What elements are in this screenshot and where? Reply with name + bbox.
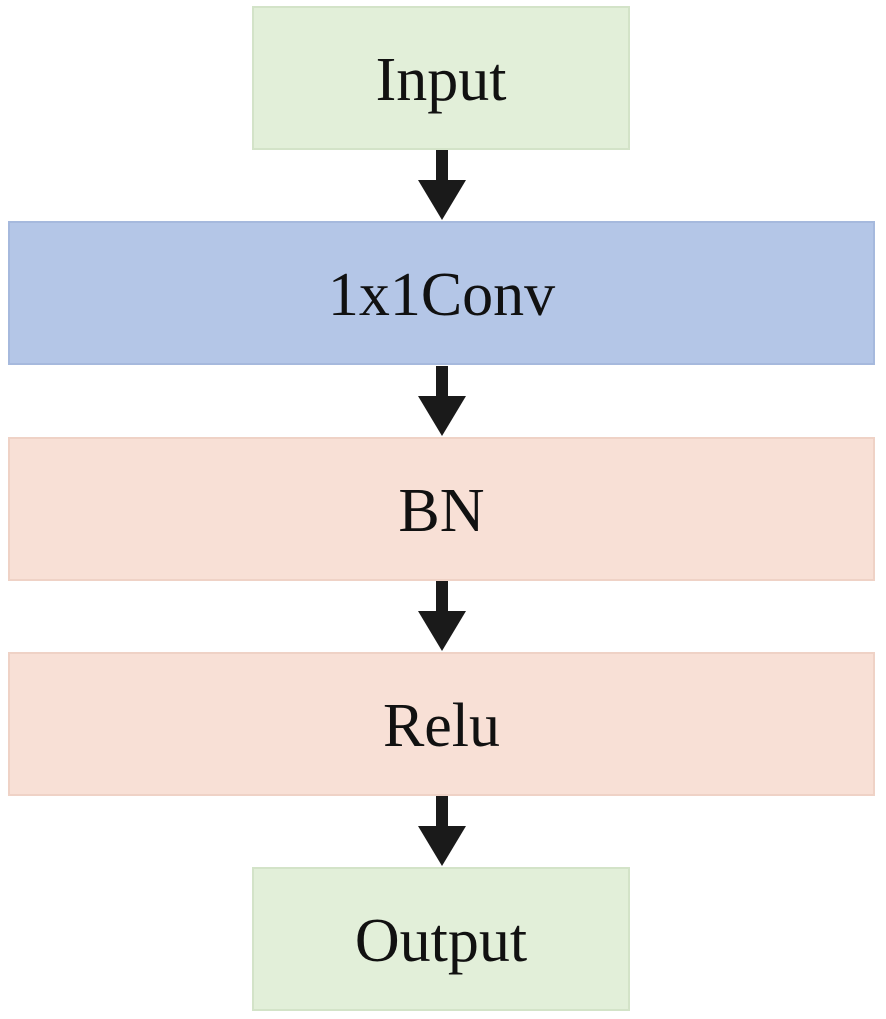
arrow-down-icon <box>418 150 466 220</box>
block-output: Output <box>252 867 630 1011</box>
block-output-label: Output <box>354 907 528 975</box>
block-relu: Relu <box>8 652 875 796</box>
block-relu-label: Relu <box>382 692 501 760</box>
block-bn: BN <box>8 437 875 581</box>
block-input-label: Input <box>375 46 507 114</box>
block-input: Input <box>252 6 630 150</box>
arrow-down-icon <box>418 366 466 436</box>
block-1x1conv: 1x1Conv <box>8 221 875 365</box>
block-bn-label: BN <box>398 477 485 545</box>
arrow-down-icon <box>418 796 466 866</box>
arrow-down-icon <box>418 581 466 651</box>
block-1x1conv-label: 1x1Conv <box>327 261 556 329</box>
